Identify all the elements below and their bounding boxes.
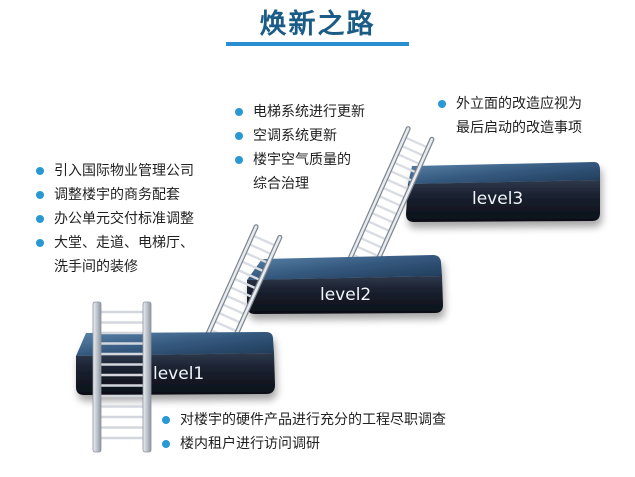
ladder-rung (240, 259, 265, 273)
note-item: 楼宇空气质量的 (234, 148, 365, 172)
ladder-rung (236, 268, 262, 282)
level2-platform (247, 255, 443, 314)
note-item: 办公单元交付标准调整 (35, 207, 194, 231)
ladder-rung (355, 244, 380, 258)
note-item-continuation: 综合治理 (253, 176, 309, 192)
bullet-icon (235, 156, 243, 164)
ladder-rung (224, 294, 250, 308)
ladder-rung (385, 177, 410, 191)
ladder-rail (92, 301, 102, 453)
ladder-rung (400, 144, 425, 158)
ladder-rail-highlight (200, 225, 258, 348)
note-item: 引入国际物业管理公司 (35, 159, 194, 183)
level3-label: level3 (472, 189, 524, 209)
level1-label: level1 (153, 364, 205, 384)
ladder-rung (247, 242, 273, 256)
note-item: 大堂、走道、电梯厅、 (35, 231, 194, 255)
level3-notes: 外立面的改造应视为 最后启动的改造事项 (437, 92, 582, 140)
ladder-rung (232, 276, 258, 290)
note-item: 对楼宇的硬件产品进行充分的工程尽职调查 (161, 408, 446, 432)
bullet-icon (235, 132, 243, 140)
ladder-rung (403, 135, 429, 149)
level3-platform (406, 162, 600, 222)
ladder-rung (392, 161, 418, 174)
note-item-continuation: 洗手间的装修 (54, 259, 138, 275)
level2-label: level2 (320, 285, 372, 305)
ladder-rung (217, 311, 242, 325)
bullet-icon (438, 100, 446, 108)
level2-notes: 电梯系统进行更新 空调系统更新 楼宇空气质量的 综合治理 (234, 100, 365, 196)
ladder-rung (388, 169, 414, 183)
ladder-rung (228, 285, 254, 299)
note-item: 外立面的改造应视为 (437, 92, 582, 116)
ladder-rail-highlight (370, 138, 434, 275)
page-title: 焕新之路 (259, 9, 376, 40)
ladder-rung (213, 319, 238, 333)
ladder-rung (366, 219, 392, 233)
bullet-icon (36, 191, 44, 199)
ladder-to-level3 (345, 126, 435, 276)
ladder-rung (244, 251, 269, 265)
ladder-rung (377, 194, 403, 208)
ladder-rail-highlight (346, 127, 410, 264)
bullet-icon (36, 239, 44, 247)
ladder-rung (220, 302, 246, 316)
ladder-rung (358, 236, 384, 250)
ladder-rung (373, 202, 399, 216)
ladder-rung (396, 152, 422, 166)
bullet-icon (36, 167, 44, 175)
ladder-rung (370, 211, 395, 225)
bullet-icon (162, 416, 170, 424)
ladder-rung (381, 186, 407, 200)
bullet-icon (162, 440, 170, 448)
note-item: 空调系统更新 (234, 124, 365, 148)
level1-notes: 引入国际物业管理公司 调整楼宇的商务配套 办公单元交付标准调整 大堂、走道、电梯… (35, 159, 194, 279)
ladder-rung (251, 234, 277, 248)
ladder-rail (142, 301, 152, 453)
note-item: 楼内租户进行访问调研 (161, 432, 446, 456)
title-underline (226, 42, 409, 46)
note-item: 调整楼宇的商务配套 (35, 183, 194, 207)
ladder-to-level1 (92, 301, 152, 453)
ladder-rung (362, 228, 388, 241)
bullet-icon (36, 215, 44, 223)
note-item: 电梯系统进行更新 (234, 100, 365, 124)
note-item-continuation: 最后启动的改造事项 (456, 120, 582, 136)
level1-bottom-notes: 对楼宇的硬件产品进行充分的工程尽职调查 楼内租户进行访问调研 (161, 408, 446, 456)
bullet-icon (235, 108, 243, 116)
